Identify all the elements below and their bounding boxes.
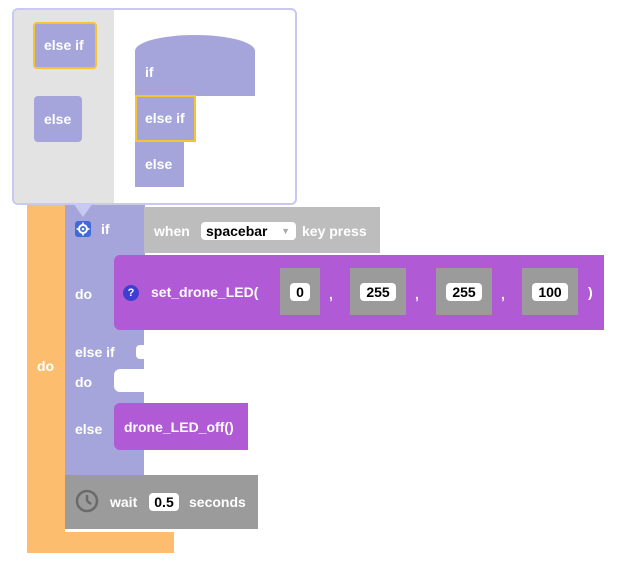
flyout-else-block[interactable] (34, 96, 82, 142)
empty-do-slot[interactable] (114, 369, 144, 392)
seconds-label: seconds (189, 494, 246, 510)
gear-icon[interactable] (75, 221, 91, 237)
do-label: do (75, 286, 93, 302)
drone-led-off-block[interactable] (114, 403, 248, 450)
flyout-else-if-label: else if (44, 37, 84, 53)
mutator-else-label: else (145, 156, 173, 172)
empty-elseif-socket[interactable] (136, 345, 144, 359)
mutator-bubble-tail (73, 203, 93, 217)
mutator-else-if-block[interactable] (135, 95, 196, 142)
close-paren: ) (588, 284, 593, 300)
loop-do-label: do (37, 358, 55, 374)
flyout-else-label: else (44, 111, 72, 127)
question-icon[interactable]: ? (123, 285, 139, 301)
set-drone-led-label: set_drone_LED( (151, 284, 259, 300)
mutator-if-block[interactable] (135, 35, 255, 96)
sep-3: , (501, 286, 505, 302)
sep-1: , (329, 286, 333, 302)
loop-block[interactable] (27, 180, 65, 553)
arg-value-4[interactable]: 100 (532, 283, 568, 301)
when-label: when (154, 223, 190, 239)
mutator-if-label: if (145, 64, 154, 80)
if-label: if (101, 221, 110, 237)
key-press-label: key press (302, 223, 367, 239)
wait-label: wait (110, 494, 138, 510)
mutator-else-if-label: else if (145, 110, 185, 126)
loop-block-bottom (27, 532, 174, 553)
flyout-else-if-block[interactable] (33, 22, 97, 69)
else-label: else (75, 421, 103, 437)
do2-label: do (75, 374, 93, 390)
sep-2: , (415, 286, 419, 302)
arg-value-2[interactable]: 255 (360, 283, 396, 301)
key-dropdown[interactable]: spacebar ▼ (201, 222, 296, 240)
key-dropdown-value: spacebar (206, 223, 268, 239)
drone-led-off-label: drone_LED_off() (124, 419, 234, 435)
wait-value[interactable]: 0.5 (149, 493, 179, 511)
clock-icon (75, 489, 99, 513)
triangle-down-icon: ▼ (281, 226, 290, 236)
arg-value-3[interactable]: 255 (446, 283, 482, 301)
arg-value-1[interactable]: 0 (290, 283, 310, 301)
else-if-label: else if (75, 344, 115, 360)
